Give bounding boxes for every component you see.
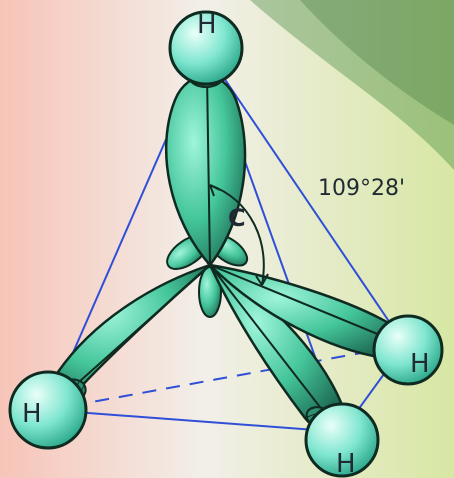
- hydrogen-right: [374, 316, 442, 384]
- label-h-front: H: [336, 449, 356, 478]
- label-h-top: H: [197, 10, 217, 40]
- label-h-left: H: [22, 399, 42, 429]
- label-h-right: H: [410, 349, 430, 379]
- label-bond-angle: 109°28': [318, 176, 405, 201]
- label-carbon: C: [228, 204, 246, 232]
